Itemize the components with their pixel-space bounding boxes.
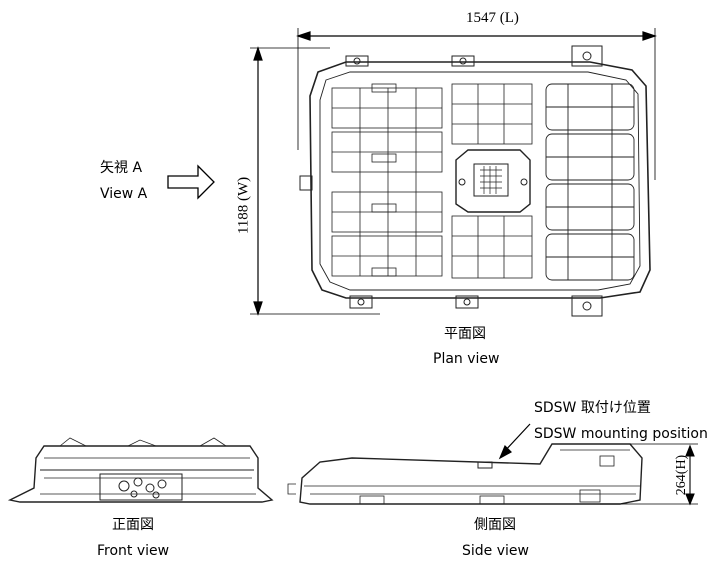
sdsw-label-en: SDSW mounting position [534,426,708,442]
front-view-drawing [7,437,274,503]
width-label: 1188 (W) [235,176,252,235]
front-caption-en: Front view [97,543,170,559]
width-dimension [250,46,380,316]
height-label: 264(H) [674,454,689,496]
view-a-label-en: View A [100,186,148,202]
side-view-drawing [287,443,643,505]
plan-caption-en: Plan view [433,351,500,367]
plan-view-drawing [250,28,657,317]
height-dimension [600,443,698,506]
sdsw-pointer-arrow [498,423,531,460]
side-caption-en: Side view [462,543,529,559]
side-caption-jp: 側面図 [474,517,516,533]
plan-outline [309,61,651,299]
front-caption-jp: 正面図 [112,517,154,533]
length-label: 1547 (L) [466,10,519,26]
view-a-label-jp: 矢視 A [100,160,143,176]
plan-caption-jp: 平面図 [444,326,486,342]
view-a-arrow [167,164,215,200]
sdsw-label-jp: SDSW 取付け位置 [534,400,651,416]
junction-box [455,149,531,213]
